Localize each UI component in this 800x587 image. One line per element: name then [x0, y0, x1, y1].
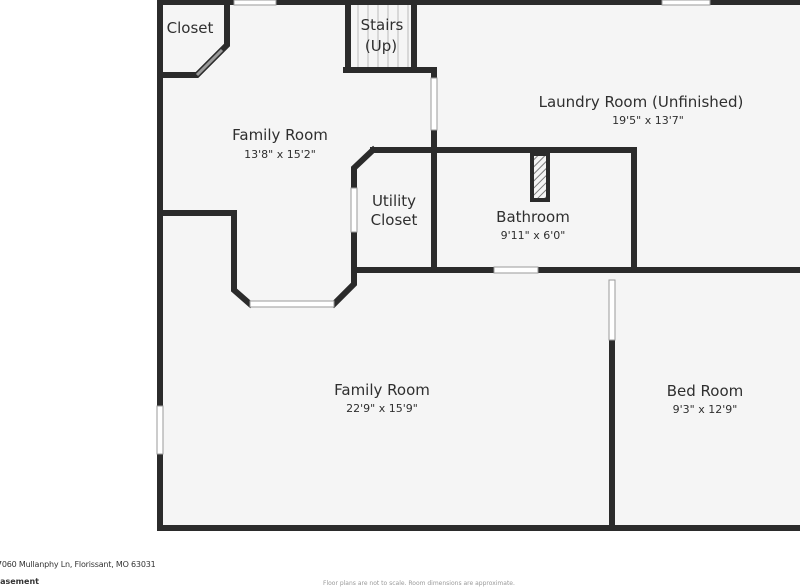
laundry-room-label: Laundry Room (Unfinished)	[539, 93, 744, 111]
stair-treads	[357, 5, 409, 67]
bedroom-label: Bed Room	[667, 382, 744, 400]
utility-closet-label-line1: Utility	[372, 192, 416, 210]
stairs-label-line1: Stairs	[361, 16, 404, 34]
utility-closet-label-line2: Closet	[371, 211, 418, 229]
family-room-upper-label: Family Room	[232, 126, 328, 144]
laundry-room-dimensions: 19'5" x 13'7"	[612, 114, 684, 127]
chimney	[530, 152, 550, 202]
family-room-lower-dimensions: 22'9" x 15'9"	[346, 402, 418, 415]
family-room-lower-label: Family Room	[334, 381, 430, 399]
property-address: 7060 Mullanphy Ln, Florissant, MO 63031	[0, 560, 156, 569]
openings	[156, 0, 711, 455]
walls	[157, 0, 800, 531]
stairs-label-line2: (Up)	[365, 37, 397, 55]
floor-area	[160, 0, 800, 528]
closet-door	[195, 48, 224, 77]
bathroom-dimensions: 9'11" x 6'0"	[501, 229, 566, 242]
closet-label: Closet	[167, 19, 214, 37]
floor-level-label: Basement	[0, 577, 39, 586]
family-room-upper-dimensions: 13'8" x 15'2"	[244, 148, 316, 161]
bathroom-label: Bathroom	[496, 208, 570, 226]
disclaimer-text: Floor plans are not to scale. Room dimen…	[323, 580, 515, 587]
bedroom-dimensions: 9'3" x 12'9"	[673, 403, 738, 416]
